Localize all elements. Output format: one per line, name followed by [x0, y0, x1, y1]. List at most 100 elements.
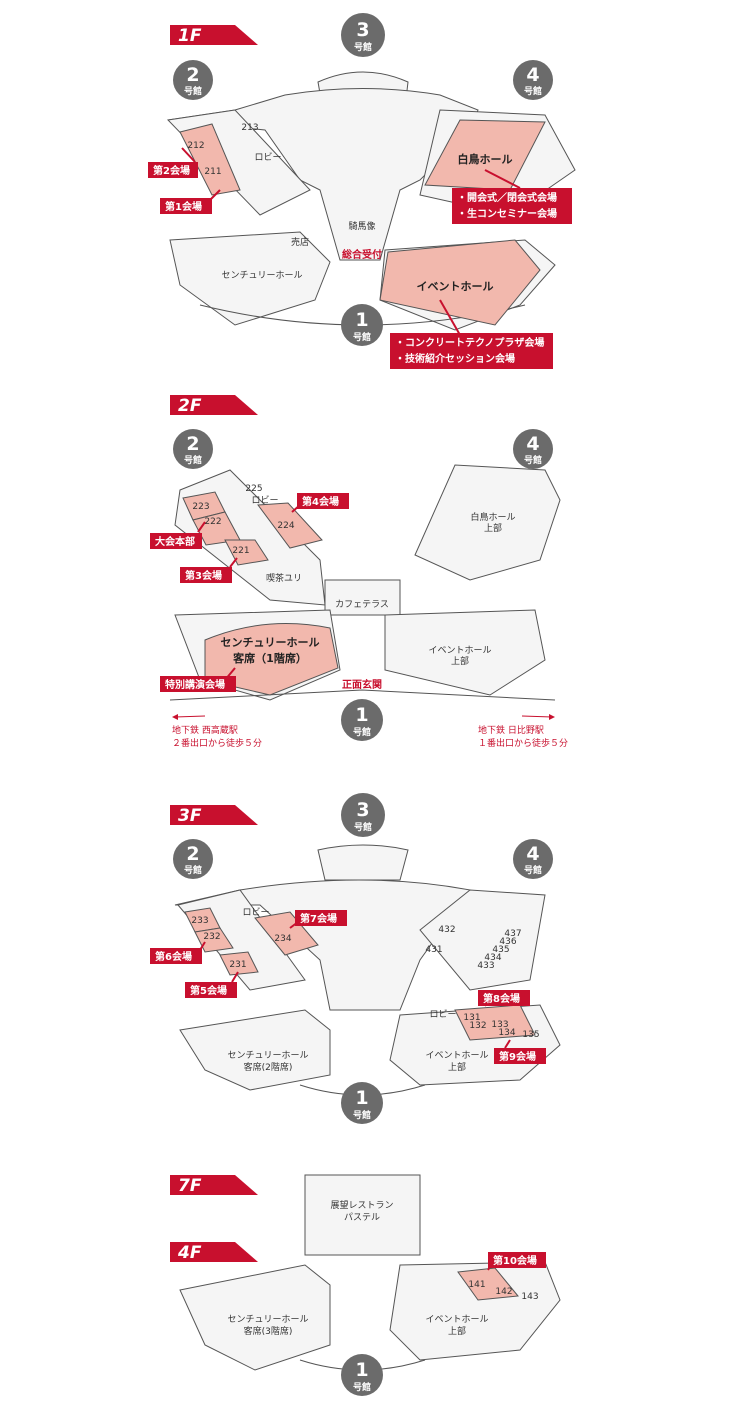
room-label-234: 234 — [274, 934, 291, 944]
room-label-132: 132 — [469, 1021, 486, 1031]
building-badge-2-2f: 2 号館 — [173, 429, 213, 469]
room-label-141: 141 — [468, 1280, 485, 1290]
room-label-434: 434 — [484, 953, 501, 963]
svg-text:号館: 号館 — [353, 331, 371, 343]
building-badge-3-1f: 3 号館 — [341, 13, 385, 57]
room-231[interactable] — [219, 951, 259, 976]
room-label-134: 134 — [498, 1028, 515, 1038]
room-232[interactable] — [194, 927, 234, 953]
building-3-outline-3f — [317, 844, 409, 881]
room-141-142[interactable] — [457, 1267, 519, 1301]
statue-label: 騎馬像 — [348, 220, 375, 232]
room-century-hall-2f[interactable] — [204, 623, 339, 696]
rooms-131-134[interactable] — [454, 1004, 536, 1041]
svg-text:4: 4 — [526, 64, 539, 86]
tag-hall3-2f[interactable]: 第3会場 — [180, 557, 238, 583]
room-label-233: 233 — [191, 916, 208, 926]
svg-text:3: 3 — [356, 799, 369, 821]
room-label-142: 142 — [495, 1287, 512, 1297]
tag-event-1f[interactable]: ・コンクリートテクノプラザ会場 ・技術紹介セッション会場 — [390, 299, 553, 369]
century-hall-seats-2f: 客席（1階席） — [232, 651, 307, 665]
svg-text:号館: 号館 — [354, 41, 372, 53]
event-hall-label-3f: イベントホール — [425, 1050, 488, 1061]
cafe-terrace-label: カフェテラス — [335, 599, 389, 610]
svg-text:3: 3 — [356, 19, 369, 41]
building-badge-4-2f: 4 号館 — [513, 429, 553, 469]
svg-text:第1会場: 第1会場 — [165, 200, 202, 213]
building-badge-2-1f: 2 号館 — [173, 60, 213, 100]
room-label-232: 232 — [203, 932, 220, 942]
event-hall-2f-outline — [384, 609, 546, 696]
tag-hall1-1f[interactable]: 第1会場 — [160, 189, 221, 214]
room-224[interactable] — [257, 502, 323, 549]
century-hall-3f — [179, 1009, 331, 1091]
lobby-label-3f: ロビー — [242, 907, 269, 918]
room-label-213: 213 — [241, 123, 258, 133]
room-label-436: 436 — [499, 937, 516, 947]
restaurant-block-7f — [304, 1174, 421, 1256]
century-hall-4f — [179, 1264, 331, 1371]
century-seats-label-3f: 客席(2階席) — [244, 1061, 293, 1073]
tag-hall6-3f[interactable]: 第6会場 — [150, 941, 206, 964]
floor-3f: 3F 3 号館 2 号館 4 号館 233 232 234 231 — [150, 793, 561, 1124]
svg-text:第2会場: 第2会場 — [153, 164, 190, 177]
tag-hall8-3f[interactable]: 第8会場 — [478, 990, 530, 1007]
hakucho-upper-label-2: 上部 — [484, 522, 502, 534]
svg-text:第10会場: 第10会場 — [493, 1254, 537, 1267]
svg-text:・技術紹介セッション会場: ・技術紹介セッション会場 — [395, 352, 515, 365]
tag-hall2-1f[interactable]: 第2会場 — [148, 147, 198, 178]
tag-hall4-2f[interactable]: 第4会場 — [291, 493, 349, 513]
room-label-224: 224 — [277, 521, 294, 531]
restaurant-label-2: パステル — [344, 1212, 380, 1223]
room-label-431: 431 — [425, 945, 442, 955]
room-212-211-1f[interactable] — [179, 123, 241, 196]
main-entrance-label: 正面玄関 — [342, 678, 382, 691]
room-label-223: 223 — [192, 502, 209, 512]
central-corridor-1f — [167, 88, 479, 261]
svg-text:・開会式／閉会式会場: ・開会式／閉会式会場 — [457, 191, 557, 204]
room-label-131: 131 — [463, 1013, 480, 1023]
tag-hall7-3f[interactable]: 第7会場 — [289, 910, 347, 929]
svg-text:号館: 号館 — [353, 1381, 371, 1393]
tag-hakucho-1f[interactable]: ・開会式／閉会式会場 ・生コンセミナー会場 — [452, 169, 572, 224]
station-left: 地下鉄 西高蔵駅 ２番出口から徒歩５分 — [172, 714, 262, 749]
tag-hq-2f[interactable]: 大会本部 — [150, 521, 206, 549]
event-upper-label-3f: 上部 — [448, 1061, 466, 1073]
room-label-433: 433 — [477, 961, 494, 971]
lobby-right-label-3f: ロビー — [429, 1009, 456, 1020]
svg-text:特別講演会場: 特別講演会場 — [165, 678, 225, 691]
tag-hall9-3f[interactable]: 第9会場 — [494, 1039, 546, 1064]
floor-2f: 2F 2 号館 4 号館 225 223 222 224 221 ロビー 白鳥ホ… — [150, 395, 568, 749]
svg-text:号館: 号館 — [353, 1109, 371, 1121]
svg-text:・コンクリートテクノプラザ会場: ・コンクリートテクノプラザ会場 — [395, 336, 544, 349]
room-label-222: 222 — [204, 517, 221, 527]
event-hall-label-1f: イベントホール — [417, 280, 494, 293]
svg-text:第7会場: 第7会場 — [300, 912, 337, 925]
century-seats-label-4f: 客席(3階席) — [244, 1325, 293, 1337]
floor-7f: 7F 展望レストラン パステル — [170, 1174, 421, 1256]
room-label-133: 133 — [491, 1020, 508, 1030]
tag-hall5-3f[interactable]: 第5会場 — [185, 971, 239, 998]
room-234[interactable] — [254, 911, 319, 956]
cafe-yuri-label: 喫茶ユリ — [266, 572, 302, 584]
hakucho-upper-label-1: 白鳥ホール — [470, 511, 515, 523]
room-label-435: 435 — [492, 945, 509, 955]
room-event-hall-1f[interactable] — [379, 239, 541, 326]
tag-special-lecture-2f[interactable]: 特別講演会場 — [160, 667, 236, 692]
building-4-3f — [419, 889, 546, 991]
room-label-212: 212 — [187, 141, 204, 151]
floor-4f: 4F 141 142 143 センチュリーホール 客席(3階席) イベントホール… — [170, 1242, 561, 1396]
floor-1f: 1F 3 号館 2 号館 4 号館 213 212 — [148, 13, 576, 369]
tag-hall10-4f[interactable]: 第10会場 — [487, 1252, 546, 1271]
century-hall-1f — [169, 231, 331, 326]
century-hall-label-4f: センチュリーホール — [227, 1314, 308, 1325]
station-right: 地下鉄 日比野駅 １番出口から徒歩５分 — [478, 714, 568, 749]
svg-text:号館: 号館 — [353, 726, 371, 738]
svg-text:1: 1 — [355, 1087, 368, 1109]
event-hall-label-4f: イベントホール — [425, 1314, 488, 1325]
floor-label-4f: 4F — [177, 1243, 202, 1263]
room-label-135: 135 — [522, 1030, 539, 1040]
room-label-143: 143 — [521, 1292, 538, 1302]
event-upper-label-4f: 上部 — [448, 1325, 466, 1337]
